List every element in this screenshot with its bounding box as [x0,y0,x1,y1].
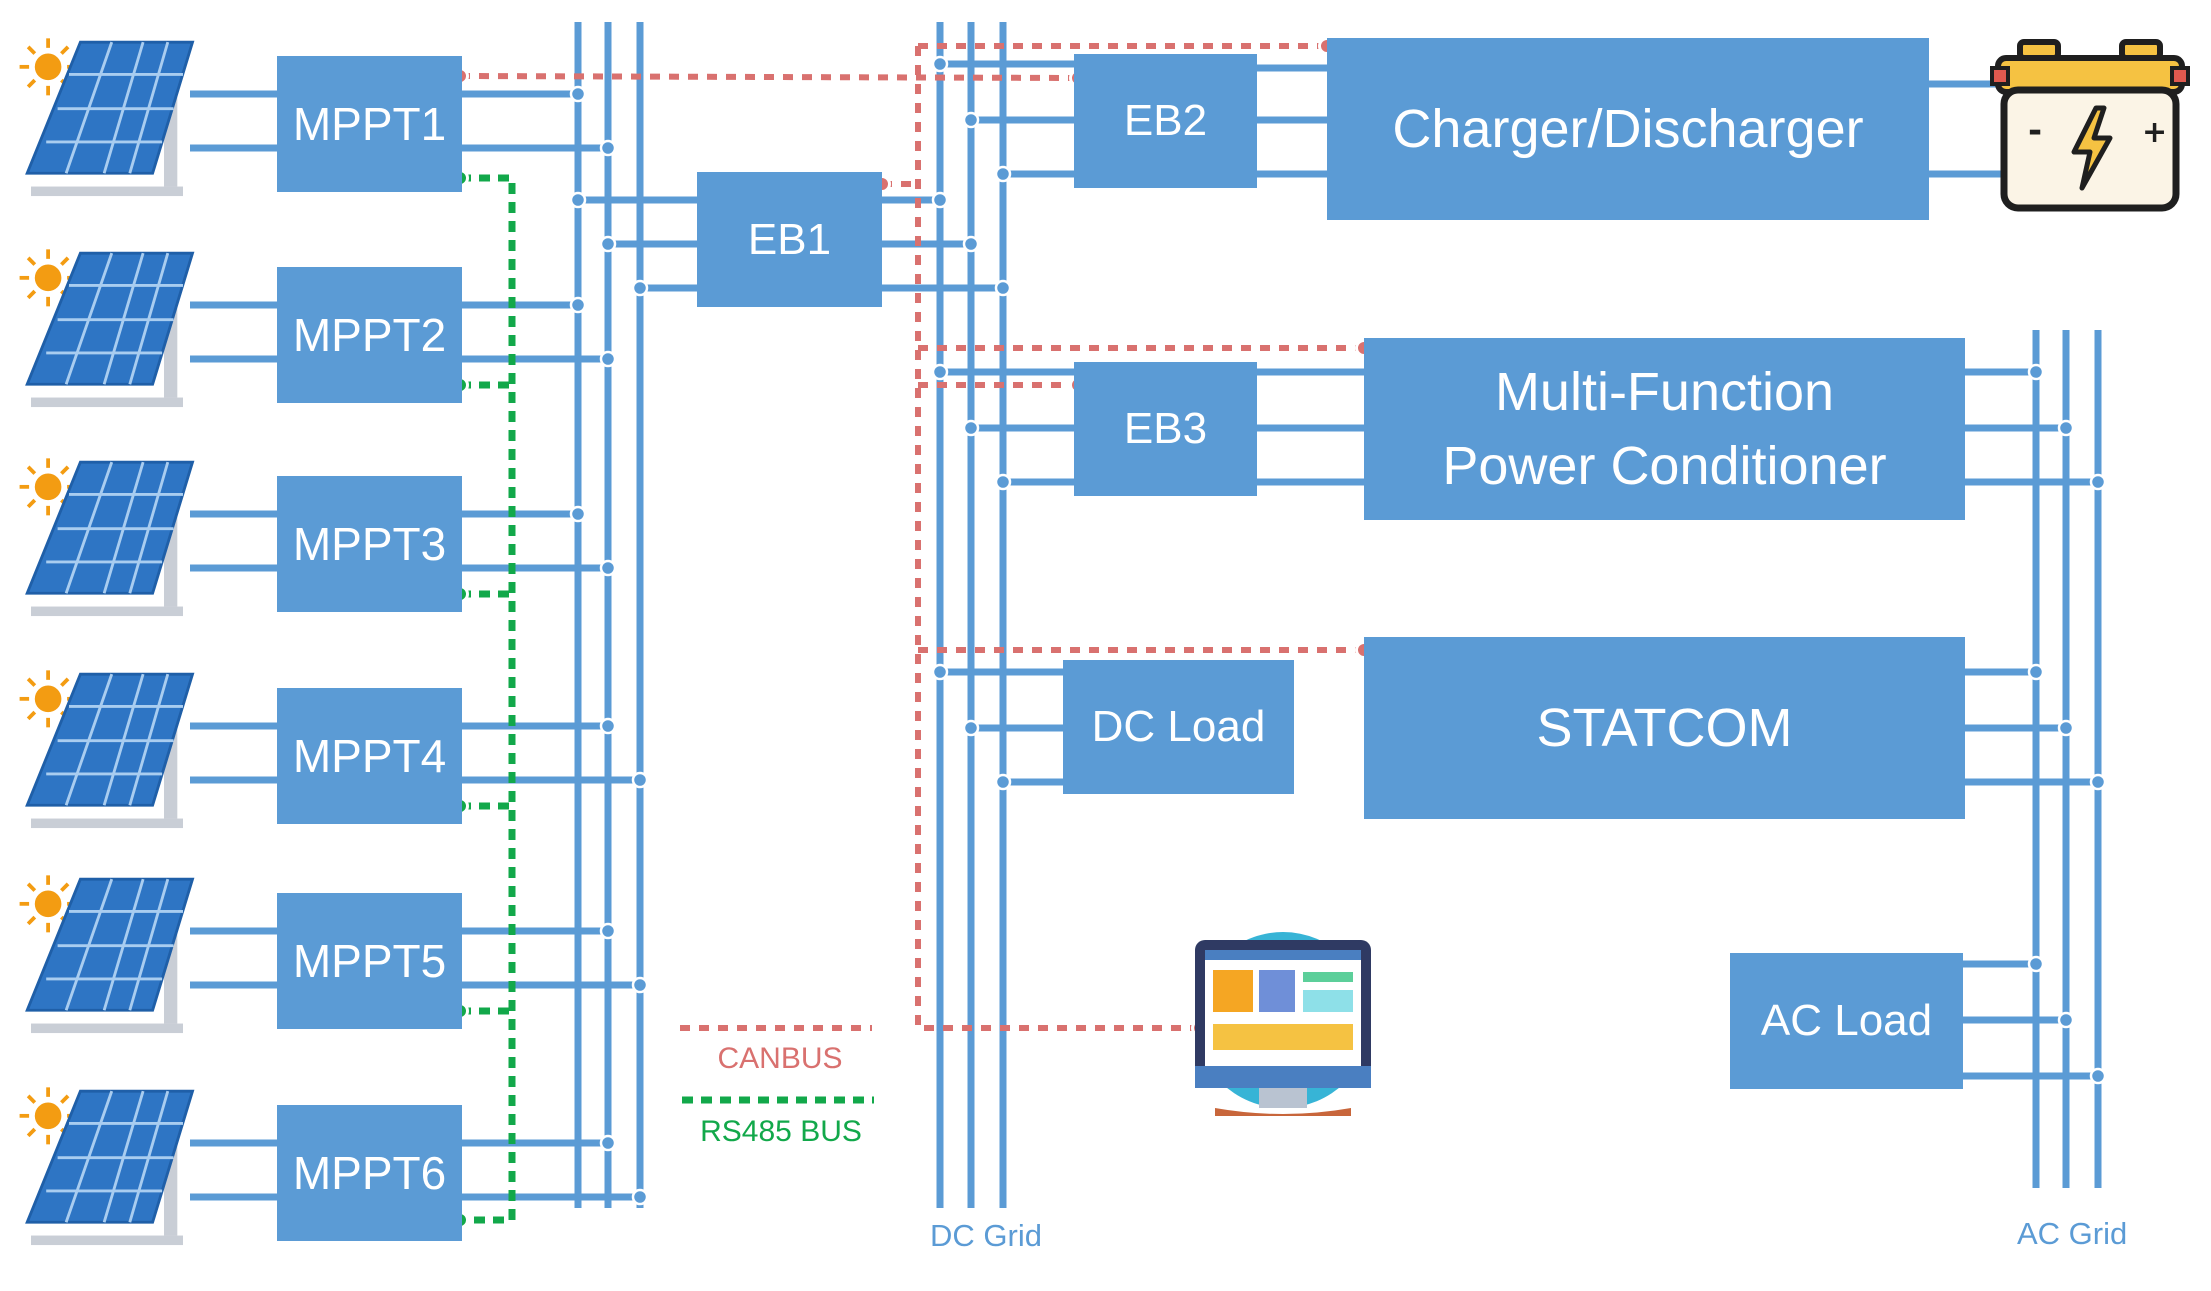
mppt6-label: MPPT6 [292,1147,447,1199]
mfpc-ac-junction-2 [2057,419,2075,437]
rs485-trunk [460,174,516,1224]
mppt3-label: MPPT3 [292,518,447,570]
eb3-junction-3 [994,473,1012,491]
mppt4-junction [631,771,649,789]
eb3-box: EB3 [1074,362,1257,496]
monitor-icon [1195,932,1371,1116]
mppt4-junction [599,717,617,735]
statcom-box: STATCOM [1364,637,1965,819]
mppt3-junction [599,559,617,577]
mppt2-junction [599,350,617,368]
eb1-input-junction-2 [599,235,617,253]
mppt4-label: MPPT4 [292,730,447,782]
ac-grid-label: AC Grid [2017,1216,2128,1251]
solar-panel-icon [19,249,195,408]
mppt6-box: MPPT6 [277,1105,462,1241]
mppt6-junction [599,1134,617,1152]
mppt4-box: MPPT4 [277,688,462,824]
eb3-junction-2 [962,419,980,437]
mppt5-label: MPPT5 [292,935,447,987]
canbus-mppt1-eb2 [459,73,1079,81]
mppt3-box: MPPT3 [277,476,462,612]
statcom-ac-junction-3 [2089,773,2107,791]
solar-panel-icon [19,670,195,829]
statcom-ac-junction-1 [2027,663,2045,681]
eb1-output-junction-1 [931,191,949,209]
charger-discharger-label: Charger/Discharger [1392,99,1864,159]
eb3-junction-1 [931,363,949,381]
svg-text:+: + [2142,115,2167,150]
eb1-output-junction-2 [962,235,980,253]
dc-load-junction-2 [962,719,980,737]
ac-load-label: AC Load [1760,996,1933,1045]
charger-discharger-box: Charger/Discharger [1327,38,1929,220]
battery-icon: - + [1990,39,2190,212]
solar-panel-icon [19,38,195,197]
eb2-junction-3 [994,165,1012,183]
dc-load-label: DC Load [1091,702,1266,751]
eb2-box: EB2 [1074,54,1257,188]
mppt2-label: MPPT2 [292,309,447,361]
solar-panel-icon [19,1087,195,1246]
mfpc-ac-junction-1 [2027,363,2045,381]
solar-panel-icon [19,458,195,617]
ac-load-junction-2 [2057,1011,2075,1029]
mppt1-junction [569,85,587,103]
statcom-label: STATCOM [1536,698,1793,758]
mppt6-junction [631,1188,649,1206]
canbus-trunk [915,46,1200,1031]
dc-load-junction-3 [994,773,1012,791]
junction-dots [569,55,2107,1206]
dc-load-junction-1 [931,663,949,681]
eb1-output-junction-3 [994,279,1012,297]
multi-function-power-conditioner-box: Multi-Function Power Conditioner [1364,338,1965,520]
mppt5-junction [599,922,617,940]
rs485-legend-label: RS485 BUS [700,1115,862,1148]
ac-load-junction-1 [2027,955,2045,973]
mfpc-label-line1: Multi-Function [1494,362,1835,422]
power-wires [190,22,2102,1208]
solar-panel-icon [19,875,195,1034]
eb2-label: EB2 [1123,96,1208,145]
canbus-legend-label: CANBUS [717,1042,843,1075]
canbus-lines [459,43,1364,1031]
mppt1-junction [599,139,617,157]
mppt1-box: MPPT1 [277,56,462,192]
mppt2-box: MPPT2 [277,267,462,403]
eb2-junction-1 [931,55,949,73]
eb1-input-junction-1 [569,191,587,209]
mppt3-junction [569,505,587,523]
statcom-ac-junction-2 [2057,719,2075,737]
eb1-input-junction-3 [631,279,649,297]
dc-load-box: DC Load [1063,660,1294,794]
mppt5-box: MPPT5 [277,893,462,1029]
dc-grid-label: DC Grid [930,1218,1042,1253]
mfpc-ac-junction-3 [2089,473,2107,491]
eb2-junction-2 [962,111,980,129]
mfpc-label-line2: Power Conditioner [1442,436,1887,496]
mppt1-label: MPPT1 [292,98,447,150]
ac-load-box: AC Load [1730,953,1963,1089]
mppt2-junction [569,296,587,314]
eb1-label: EB1 [747,214,832,264]
eb3-label: EB3 [1123,404,1208,453]
eb1-box: EB1 [697,172,882,307]
svg-text:-: - [2028,111,2042,151]
ac-load-junction-3 [2089,1067,2107,1085]
mppt5-junction [631,976,649,994]
